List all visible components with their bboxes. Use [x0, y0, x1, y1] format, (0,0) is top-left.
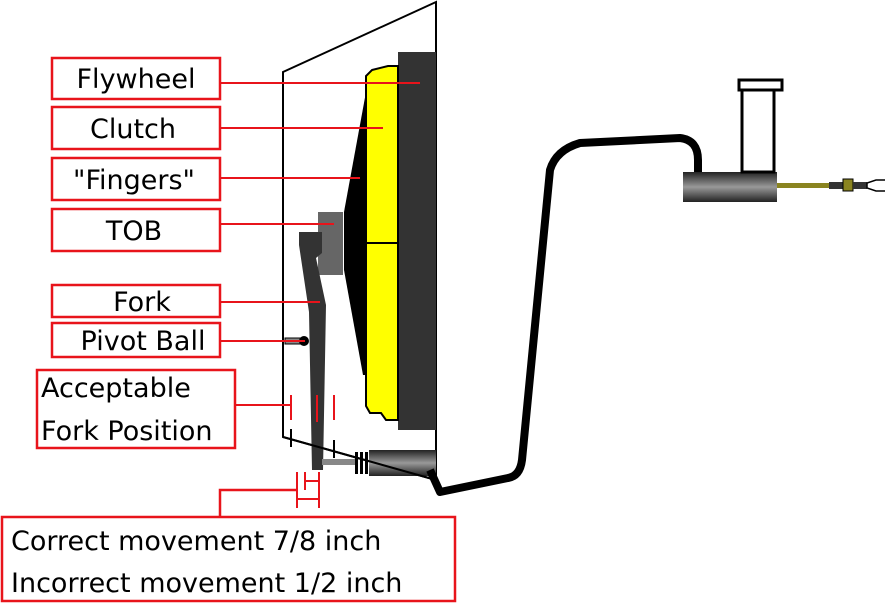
- label-fork-text: Fork: [113, 287, 171, 318]
- label-correct-movement: Correct movement 7/8 inch: [11, 526, 381, 557]
- label-fingers-text: "Fingers": [73, 165, 195, 196]
- slave-pushrod: [322, 459, 356, 465]
- pushrod-thread-2: [853, 182, 867, 189]
- clevis: [866, 179, 885, 192]
- pushrod-thread: [829, 182, 843, 189]
- movement-dimension: [218, 472, 320, 517]
- master-pushrod: [777, 183, 833, 188]
- label-clutch: Clutch: [50, 105, 222, 151]
- reservoir: [740, 88, 776, 174]
- label-flywheel-text: Flywheel: [77, 64, 196, 95]
- label-clutch-text: Clutch: [90, 114, 176, 145]
- hydraulic-hose: [426, 134, 702, 496]
- throwout-bearing: [318, 212, 343, 275]
- slave-cylinder: [369, 450, 436, 476]
- label-acceptable-fork-position: Acceptable Fork Position: [35, 368, 237, 450]
- bellhousing-bottom-edge: [282, 436, 437, 481]
- label-movement: Correct movement 7/8 inch Incorrect move…: [0, 515, 457, 603]
- reference-ticks: [290, 429, 335, 458]
- pushrod-nut: [842, 178, 854, 192]
- pressure-plate-fingers: [344, 92, 366, 375]
- label-fork: Fork: [50, 283, 222, 319]
- label-pivot-ball-text: Pivot Ball: [81, 326, 206, 357]
- reservoir-cap: [737, 78, 784, 92]
- label-pivot-ball: Pivot Ball: [50, 321, 222, 359]
- label-acceptable-line1: Acceptable: [41, 373, 191, 404]
- label-incorrect-movement: Incorrect movement 1/2 inch: [11, 568, 402, 599]
- acceptable-position-marks: [290, 395, 335, 422]
- flywheel: [398, 52, 436, 430]
- label-flywheel: Flywheel: [50, 56, 222, 101]
- clutch-fork: [299, 232, 326, 470]
- label-acceptable-line2: Fork Position: [41, 416, 213, 447]
- label-tob-text: TOB: [105, 216, 162, 247]
- slave-thread: [355, 452, 368, 474]
- master-cylinder: [683, 172, 777, 202]
- label-tob: TOB: [50, 207, 222, 253]
- label-fingers: "Fingers": [50, 156, 222, 202]
